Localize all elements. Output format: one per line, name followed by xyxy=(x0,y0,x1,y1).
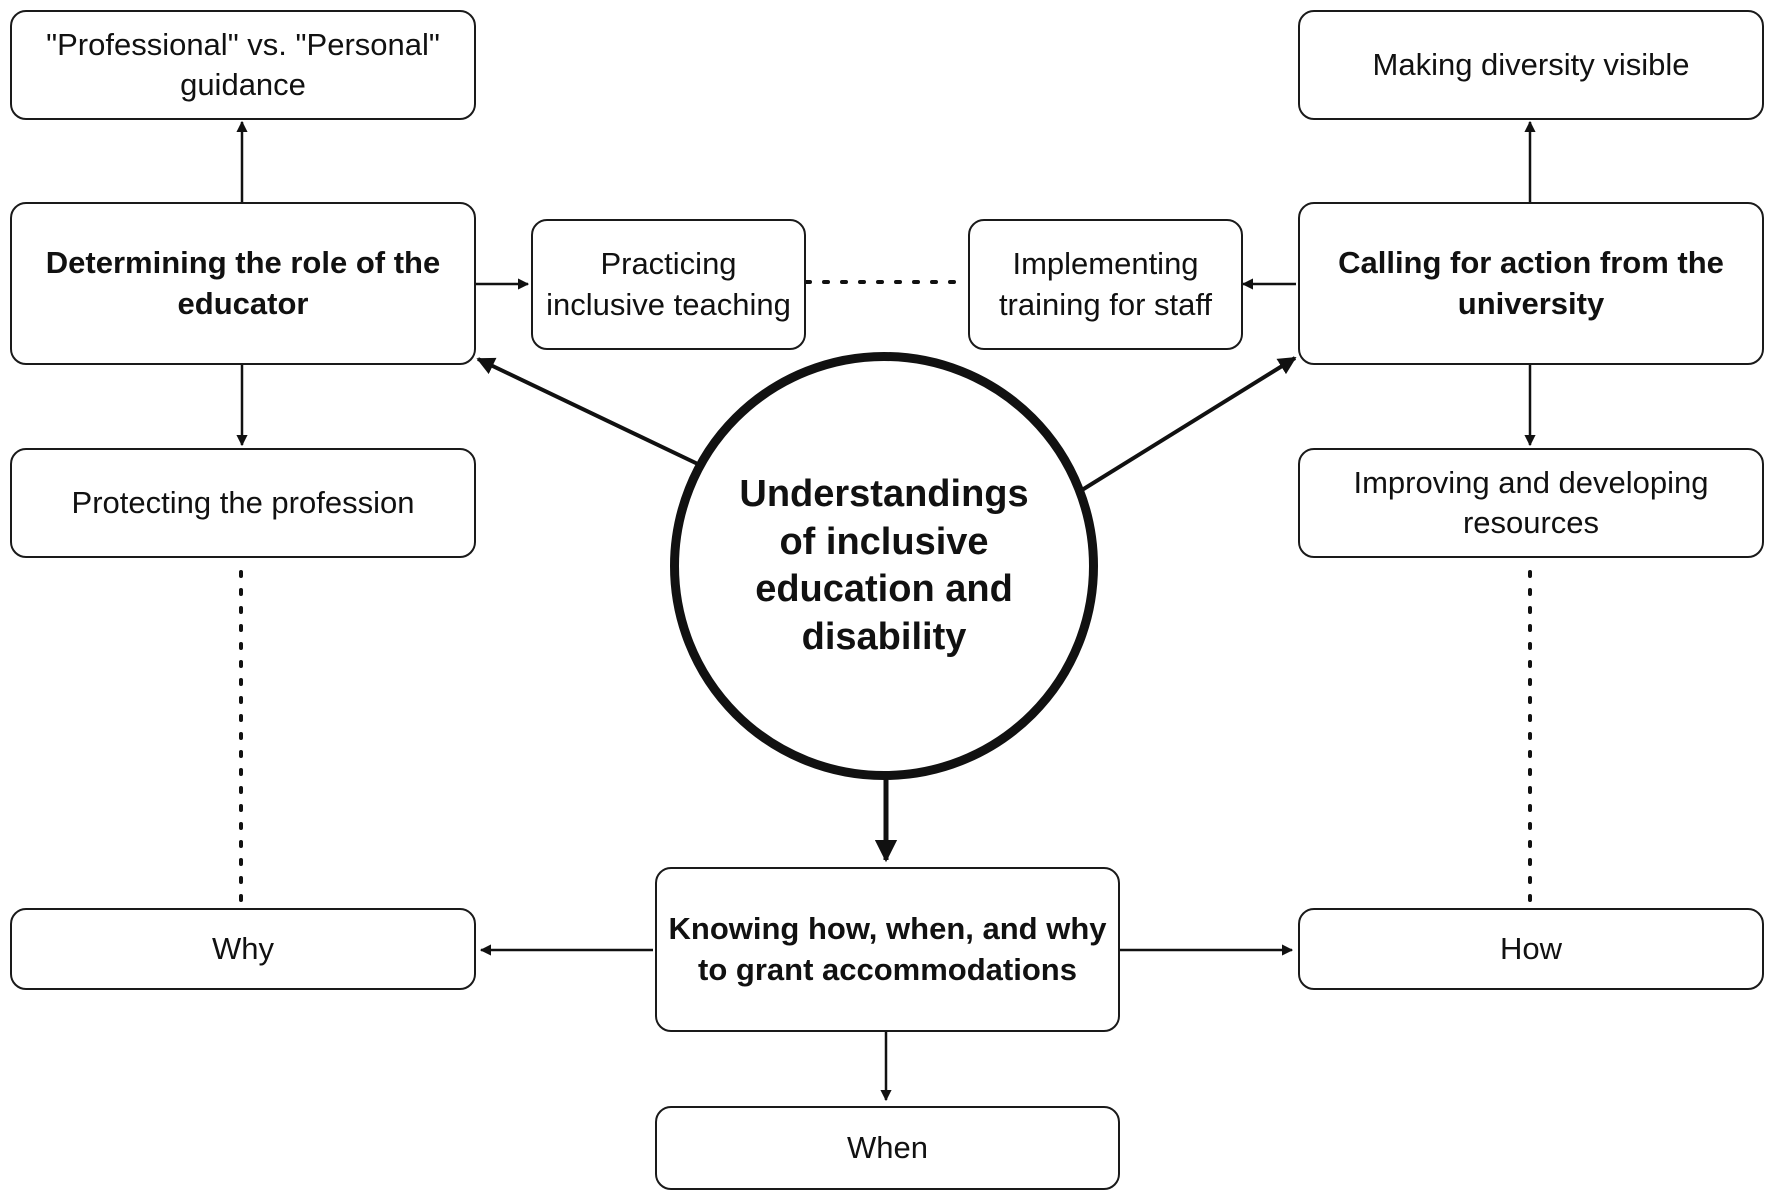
node-label: Practicing inclusive teaching xyxy=(546,246,791,322)
center-label: Understandings of inclusive education an… xyxy=(739,473,1029,658)
node-label: Making diversity visible xyxy=(1372,46,1690,82)
node-label: Calling for action from the university xyxy=(1338,245,1724,321)
node-determining-role: Determining the role of the educator xyxy=(10,202,476,365)
arrow-center-to-role xyxy=(476,357,703,468)
center-concept-circle: Understandings of inclusive education an… xyxy=(670,352,1098,780)
node-improving-resources: Improving and developing resources xyxy=(1298,448,1764,558)
node-protecting-profession: Protecting the profession xyxy=(10,448,476,558)
node-label: Protecting the profession xyxy=(71,484,415,520)
node-why: Why xyxy=(10,908,476,990)
node-label: Improving and developing resources xyxy=(1353,464,1709,540)
node-label: Determining the role of the educator xyxy=(45,245,441,321)
node-practicing-inclusive-teaching: Practicing inclusive teaching xyxy=(531,219,806,350)
node-label: Knowing how, when, and why to grant acco… xyxy=(668,911,1107,987)
node-label: When xyxy=(847,1129,928,1165)
node-making-diversity-visible: Making diversity visible xyxy=(1298,10,1764,120)
node-calling-for-action: Calling for action from the university xyxy=(1298,202,1764,365)
node-professional-personal-guidance: "Professional" vs. "Personal" guidance xyxy=(10,10,476,120)
node-label: "Professional" vs. "Personal" guidance xyxy=(46,26,440,102)
node-implementing-training: Implementing training for staff xyxy=(968,219,1243,350)
node-knowing-accommodations: Knowing how, when, and why to grant acco… xyxy=(655,867,1120,1032)
node-how: How xyxy=(1298,908,1764,990)
node-label: Implementing training for staff xyxy=(998,246,1213,322)
arrow-center-to-calling xyxy=(1080,356,1297,492)
node-label: Why xyxy=(212,930,274,966)
node-when: When xyxy=(655,1106,1120,1190)
node-label: How xyxy=(1499,930,1562,966)
